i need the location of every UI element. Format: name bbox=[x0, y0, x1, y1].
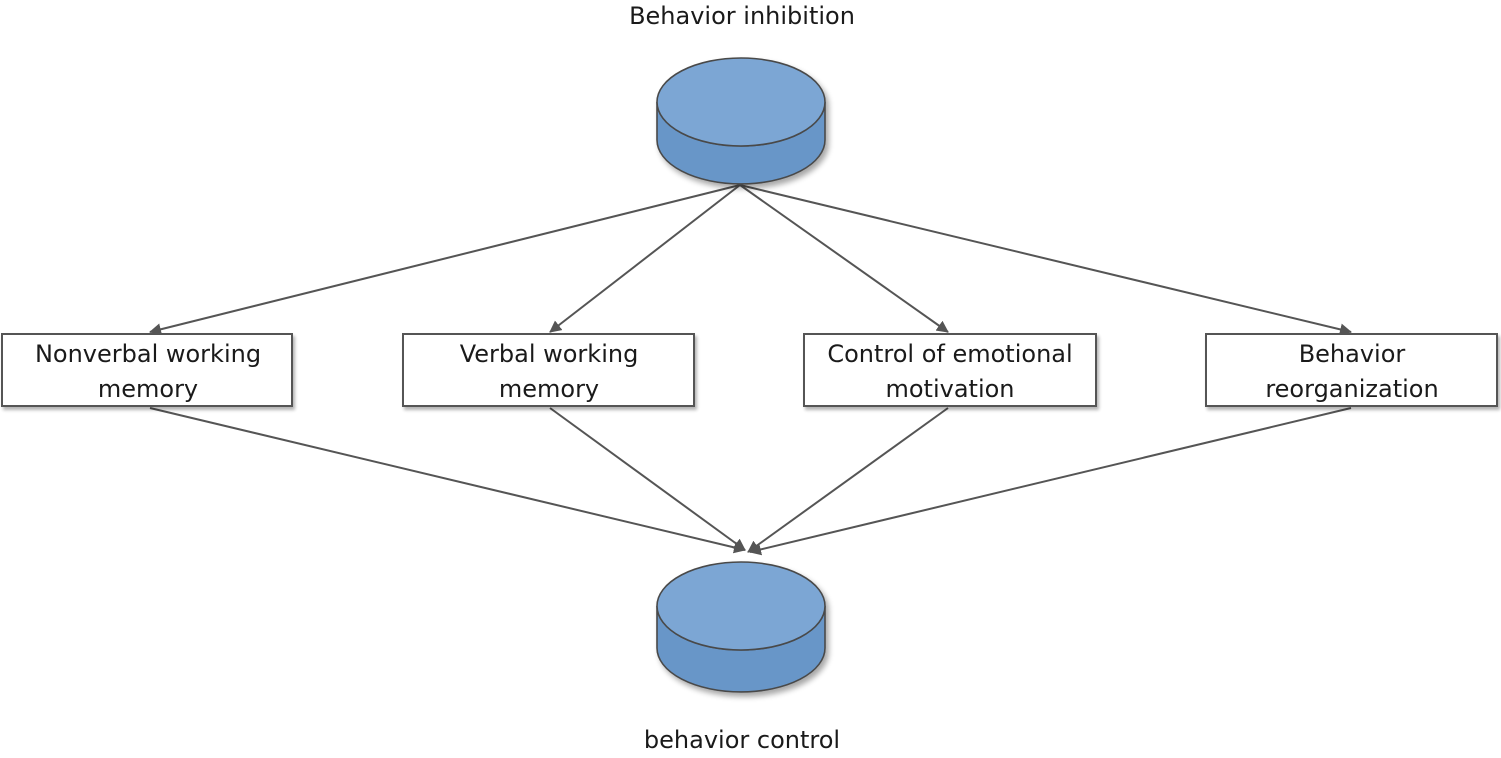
edge-reorganization-to-control bbox=[749, 407, 1352, 556]
node-label-behavior-control: behavior control bbox=[644, 726, 840, 754]
edges-bottom bbox=[149, 407, 1352, 556]
edge-verbal-to-control bbox=[549, 407, 746, 551]
node-label-behavior-inhibition: Behavior inhibition bbox=[629, 2, 855, 30]
node-verbal-working-memory: Verbal working memory bbox=[402, 333, 695, 407]
edge-inhibition-to-reorganization bbox=[739, 184, 1352, 336]
box-label-line-1: Control of emotional bbox=[827, 340, 1072, 368]
box-label-line-2: memory bbox=[98, 375, 198, 403]
box-label-line-1: Behavior bbox=[1299, 340, 1406, 368]
box-label-line-2: reorganization bbox=[1265, 375, 1438, 403]
box-label-line-2: memory bbox=[499, 375, 599, 403]
box bbox=[1205, 333, 1498, 407]
edge-inhibition-to-verbal bbox=[549, 184, 741, 333]
box-label-line-1: Verbal working bbox=[460, 340, 639, 368]
edge-inhibition-to-emotional bbox=[739, 184, 949, 333]
node-behavior-control bbox=[656, 561, 826, 693]
disk-top bbox=[656, 57, 826, 147]
edge-emotional-to-control bbox=[747, 407, 949, 553]
box-label-line-2: motivation bbox=[885, 375, 1014, 403]
node-behavior-reorganization: Behavior reorganization bbox=[1205, 333, 1498, 407]
edge-nonverbal-to-control bbox=[149, 407, 746, 554]
edges-top bbox=[149, 184, 1352, 336]
node-behavior-inhibition bbox=[656, 57, 826, 185]
node-control-of-emotional-motivation: Control of emotional motivation bbox=[803, 333, 1097, 407]
node-nonverbal-working-memory: Nonverbal working memory bbox=[1, 333, 293, 407]
disk-top bbox=[656, 561, 826, 651]
box bbox=[1, 333, 293, 407]
box-label-line-1: Nonverbal working bbox=[35, 340, 261, 368]
edge-inhibition-to-nonverbal bbox=[149, 184, 741, 336]
box bbox=[402, 333, 695, 407]
box bbox=[803, 333, 1097, 407]
